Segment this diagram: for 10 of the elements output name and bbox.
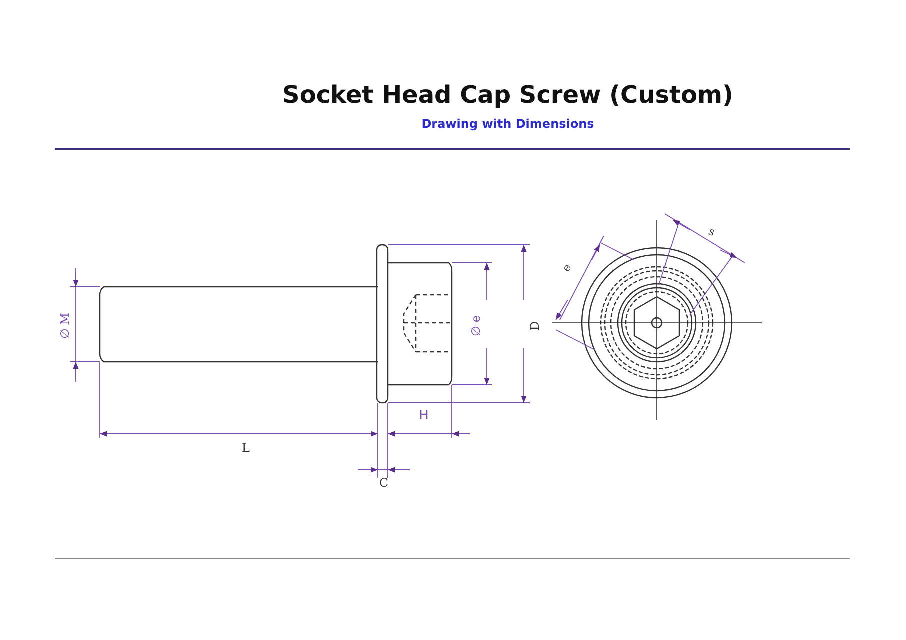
title: Socket Head Cap Screw (Custom) [282, 83, 734, 107]
dimension-label: H [419, 410, 429, 422]
dimension-label: ∅ e [470, 316, 482, 336]
dimension-label: s [707, 226, 717, 238]
dimension-label: C [379, 477, 389, 489]
dimension-label: e [560, 262, 574, 274]
dimension-label: D [529, 321, 541, 331]
subtitle: Drawing with Dimensions [422, 118, 594, 130]
dimension-label: L [242, 442, 250, 454]
dimension-label: ∅ M [59, 312, 71, 340]
